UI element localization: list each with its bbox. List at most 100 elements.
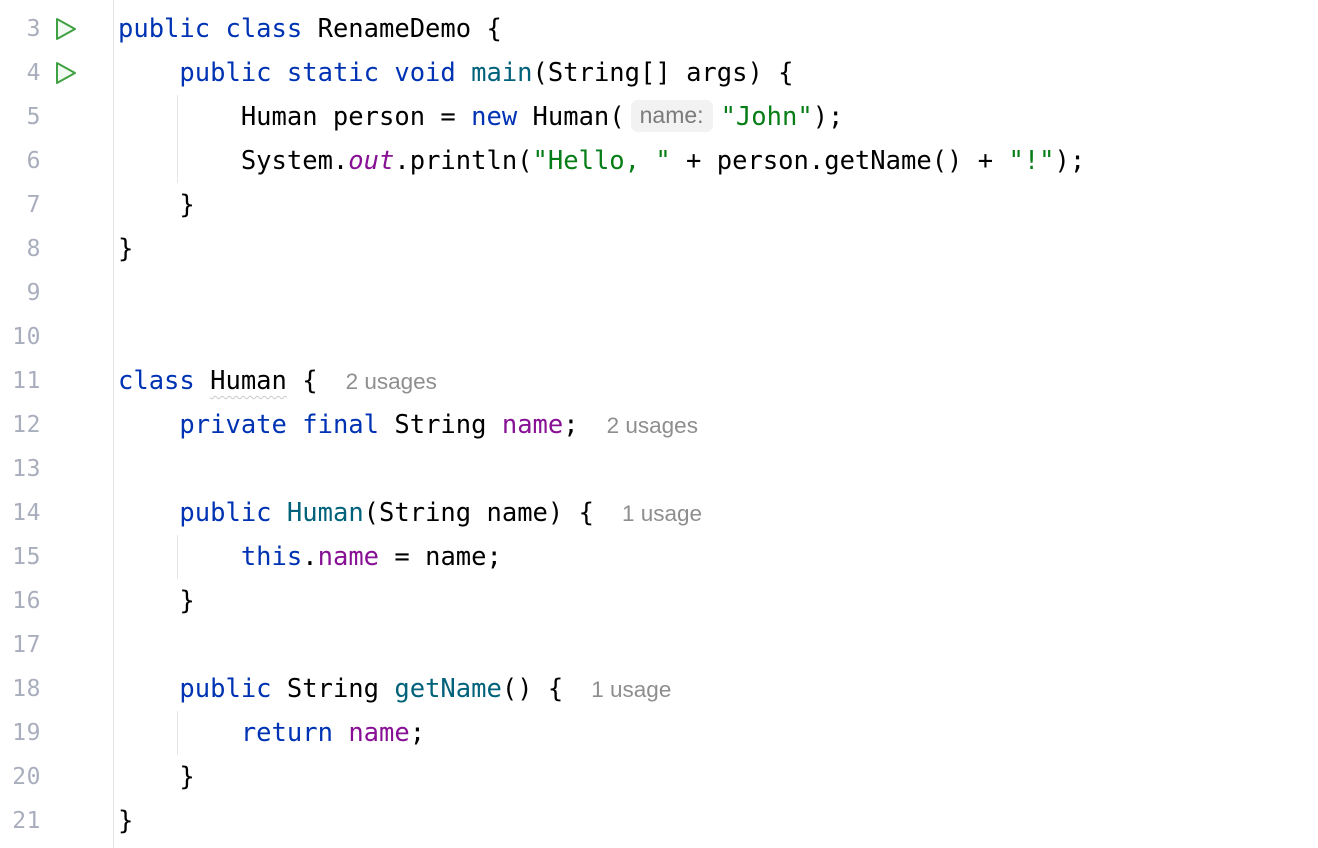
code-token: ;	[409, 718, 426, 748]
gutter: 21	[0, 799, 114, 843]
code-token: () {	[501, 674, 564, 704]
code-line-16[interactable]: 16 }	[0, 579, 1318, 623]
code-line-6[interactable]: 6 System.out.println("Hello, " + person.…	[0, 139, 1318, 183]
code-token: (String name) {	[363, 498, 594, 528]
code-token: (String[] args) {	[532, 58, 794, 88]
gutter-separator	[113, 0, 114, 848]
gutter: 17	[0, 623, 114, 667]
code-token: {	[286, 366, 318, 396]
code-text[interactable]: }	[114, 227, 1318, 271]
code-text[interactable]: }	[114, 183, 1318, 227]
gutter: 19	[0, 711, 114, 755]
code-token: name	[317, 542, 380, 572]
usages-hint[interactable]: 1 usage	[621, 501, 703, 526]
line-number: 18	[12, 676, 41, 702]
gutter: 12	[0, 403, 114, 447]
code-token: }	[118, 586, 195, 616]
code-text[interactable]: System.out.println("Hello, " + person.ge…	[114, 139, 1318, 183]
code-text[interactable]: Human person = new Human(name:"John");	[114, 95, 1318, 139]
code-token: .	[302, 542, 318, 572]
line-number: 10	[12, 324, 41, 350]
code-line-9[interactable]: 9	[0, 271, 1318, 315]
code-text[interactable]: }	[114, 579, 1318, 623]
code-line-19[interactable]: 19 return name;	[0, 711, 1318, 755]
gutter: 11	[0, 359, 114, 403]
line-number: 5	[26, 104, 41, 130]
code-token: "!"	[1008, 146, 1055, 176]
code-text[interactable]: this.name = name;	[114, 535, 1318, 579]
usages-hint[interactable]: 2 usages	[345, 369, 437, 394]
code-token: getName	[394, 674, 502, 704]
code-line-20[interactable]: 20 }	[0, 755, 1318, 799]
gutter: 18	[0, 667, 114, 711]
code-token: );	[1054, 146, 1086, 176]
line-number: 15	[12, 544, 41, 570]
code-token: name	[501, 410, 564, 440]
code-line-17[interactable]: 17	[0, 623, 1318, 667]
code-token	[118, 542, 241, 572]
code-token: this	[240, 542, 303, 572]
code-token: return	[240, 718, 333, 748]
code-line-10[interactable]: 10	[0, 315, 1318, 359]
line-number: 9	[26, 280, 41, 306]
code-token: "John"	[720, 102, 813, 132]
indent-guide	[177, 711, 178, 755]
code-token	[118, 58, 179, 88]
line-number: 13	[12, 456, 41, 482]
code-token: new	[471, 102, 518, 132]
code-token	[195, 366, 210, 396]
code-line-13[interactable]: 13	[0, 447, 1318, 491]
code-token: }	[118, 762, 195, 792]
code-line-7[interactable]: 7 }	[0, 183, 1318, 227]
run-icon[interactable]	[51, 59, 79, 87]
code-text[interactable]: return name;	[114, 711, 1318, 755]
code-token: );	[812, 102, 844, 132]
code-text[interactable]: }	[114, 799, 1318, 843]
code-token: String	[271, 674, 395, 704]
usages-hint[interactable]: 1 usage	[591, 677, 672, 702]
code-line-12[interactable]: 12 private final String name;2 usages	[0, 403, 1318, 447]
code-line-21[interactable]: 21}	[0, 799, 1318, 843]
code-text[interactable]	[114, 447, 1318, 491]
code-line-3[interactable]: 3 public class RenameDemo {	[0, 7, 1318, 51]
parameter-name-hint: name:	[630, 100, 713, 132]
line-number: 4	[26, 60, 41, 86]
code-token: "Hello, "	[532, 146, 671, 176]
line-number: 7	[26, 192, 41, 218]
code-text[interactable]: public class RenameDemo {	[114, 7, 1318, 51]
code-token: public	[179, 674, 272, 704]
run-icon[interactable]	[51, 15, 79, 43]
code-text[interactable]	[114, 623, 1318, 667]
code-text[interactable]	[114, 315, 1318, 359]
code-text[interactable]	[114, 271, 1318, 315]
code-token: public	[179, 498, 272, 528]
code-text[interactable]: class Human {2 usages	[114, 359, 1318, 403]
line-number: 8	[26, 236, 41, 262]
code-text[interactable]: public Human(String name) {1 usage	[114, 491, 1318, 535]
code-line-5[interactable]: 5 Human person = new Human(name:"John");	[0, 95, 1318, 139]
gutter: 20	[0, 755, 114, 799]
code-token: + person.getName() +	[670, 146, 1009, 176]
code-text[interactable]: private final String name;2 usages	[114, 403, 1318, 447]
code-line-15[interactable]: 15 this.name = name;	[0, 535, 1318, 579]
gutter: 7	[0, 183, 114, 227]
code-line-4[interactable]: 4 public static void main(String[] args)…	[0, 51, 1318, 95]
code-text[interactable]: }	[114, 755, 1318, 799]
code-text[interactable]: public String getName() { 1 usage	[114, 667, 1318, 711]
indent-guide	[177, 535, 178, 579]
code-token	[118, 718, 241, 748]
code-token: RenameDemo {	[302, 14, 502, 44]
line-number: 3	[26, 16, 41, 42]
code-line-14[interactable]: 14 public Human(String name) {1 usage	[0, 491, 1318, 535]
gutter: 5	[0, 95, 114, 139]
indent-guide	[177, 95, 178, 183]
gutter: 9	[0, 271, 114, 315]
code-line-18[interactable]: 18 public String getName() { 1 usage	[0, 667, 1318, 711]
code-text[interactable]: public static void main(String[] args) {	[114, 51, 1318, 95]
code-token: .println(	[394, 146, 533, 176]
code-token	[118, 674, 179, 704]
code-line-8[interactable]: 8}	[0, 227, 1318, 271]
usages-hint[interactable]: 2 usages	[606, 413, 698, 438]
